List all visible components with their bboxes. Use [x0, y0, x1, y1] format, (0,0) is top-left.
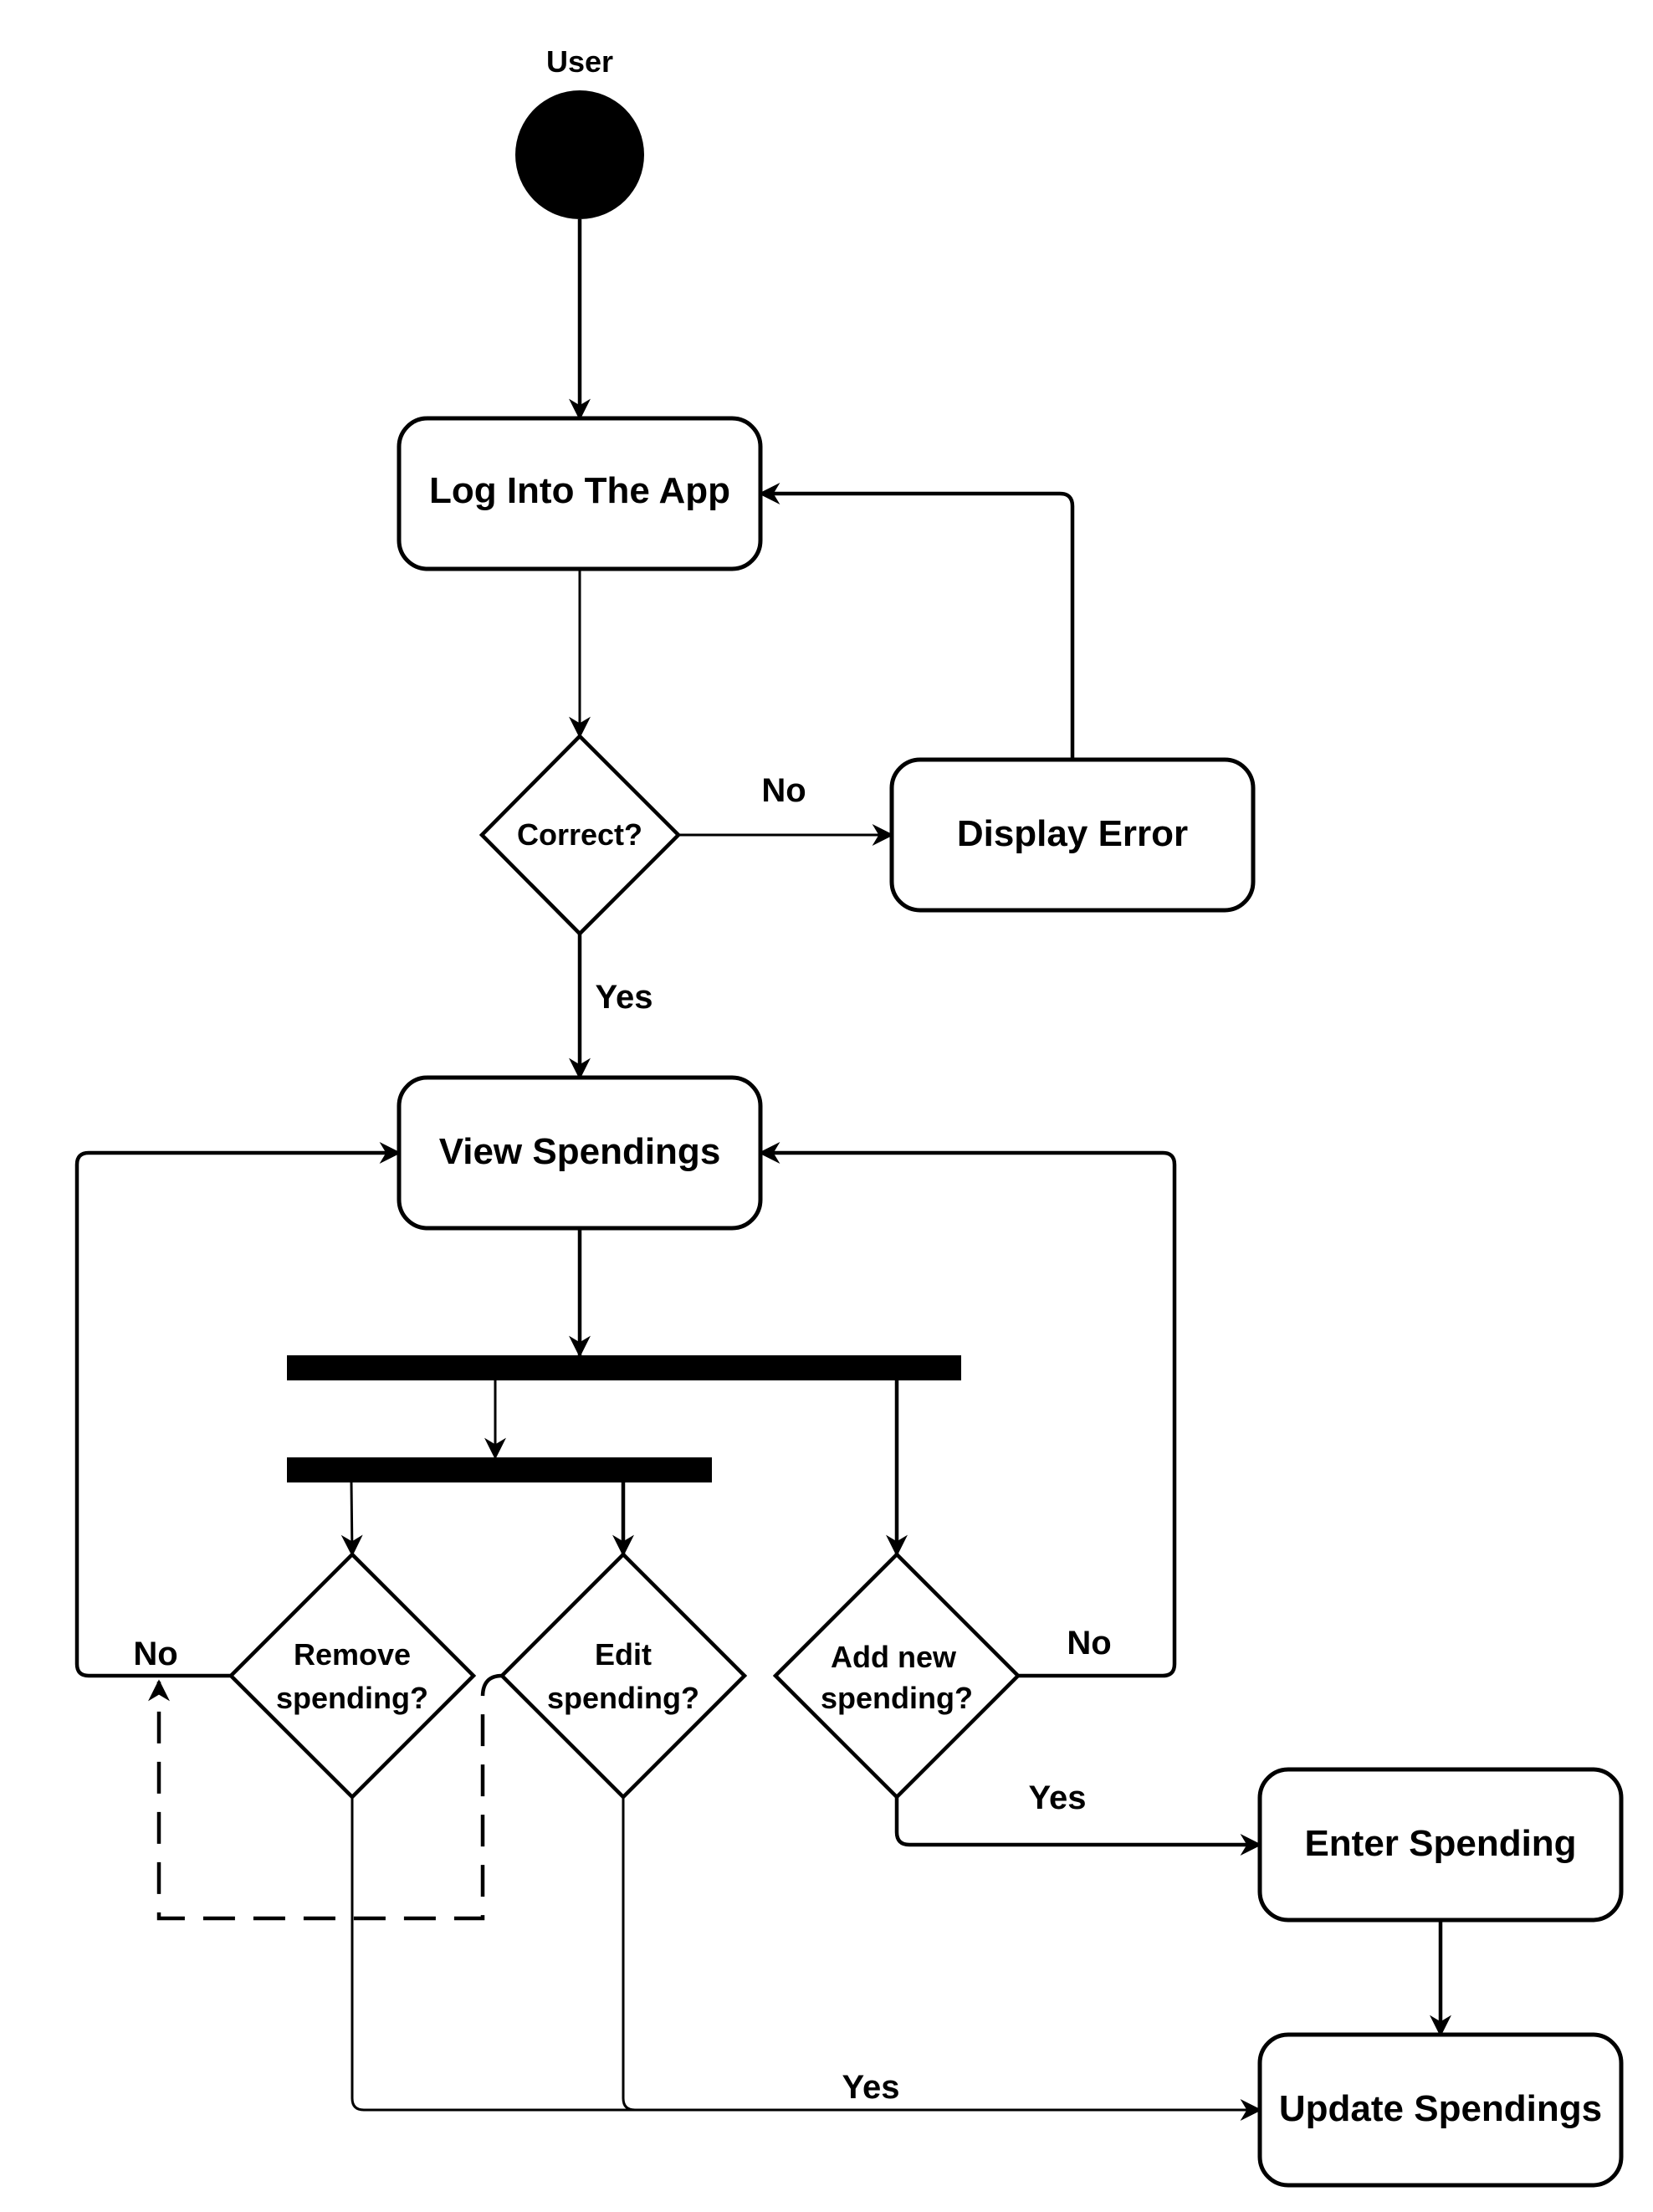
fork-bar-main — [287, 1355, 961, 1380]
edge-add-yes — [894, 1797, 1262, 1856]
edge-remove-no — [74, 1142, 402, 1678]
start-label: User — [546, 44, 613, 79]
remove-label-line2: spending? — [276, 1681, 428, 1715]
edge-error-login — [758, 483, 1075, 760]
login-label: Log Into The App — [429, 470, 730, 511]
correct-label: Correct? — [517, 817, 642, 852]
add-label-line2: spending? — [821, 1681, 973, 1715]
decision-add-spending: Add new spending? — [772, 1551, 1021, 1800]
edge-edit-dashed-loop — [148, 1673, 503, 1921]
update-spendings-label: Update Spendings — [1279, 2088, 1602, 2129]
decision-remove-spending: Remove spending? — [228, 1551, 477, 1800]
display-error-label: Display Error — [957, 813, 1188, 854]
edit-label-line2: spending? — [547, 1681, 699, 1715]
decision-edit-spending: Edit spending? — [499, 1551, 748, 1800]
node-enter-spending: Enter Spending — [1257, 1767, 1624, 1923]
node-update-spendings: Update Spendings — [1257, 2032, 1624, 2188]
correct-yes-label: Yes — [596, 979, 653, 1016]
fork-bar-secondary — [287, 1457, 712, 1482]
node-view-spendings: View Spendings — [397, 1075, 763, 1231]
decision-correct: Correct? — [478, 733, 682, 937]
edge-remove-yes — [351, 1797, 1262, 2121]
edge-add-no — [758, 1142, 1177, 1678]
remove-label-line1: Remove — [294, 1637, 411, 1672]
node-display-error: Display Error — [889, 757, 1256, 913]
view-spendings-label: View Spendings — [439, 1131, 721, 1172]
edge-subfork-remove — [340, 1482, 363, 1557]
add-yes-label: Yes — [1029, 1779, 1087, 1816]
edge-edit-yes — [622, 1797, 636, 2112]
add-no-label: No — [1067, 1625, 1111, 1662]
node-login: Log Into The App — [397, 416, 763, 571]
add-label-line1: Add new — [831, 1640, 957, 1674]
enter-spending-label: Enter Spending — [1304, 1823, 1576, 1864]
edit-label-line1: Edit — [595, 1637, 652, 1672]
remove-no-label: No — [133, 1636, 177, 1672]
start-node — [515, 90, 644, 219]
correct-no-label: No — [761, 772, 806, 809]
update-yes-label: Yes — [842, 2069, 900, 2106]
